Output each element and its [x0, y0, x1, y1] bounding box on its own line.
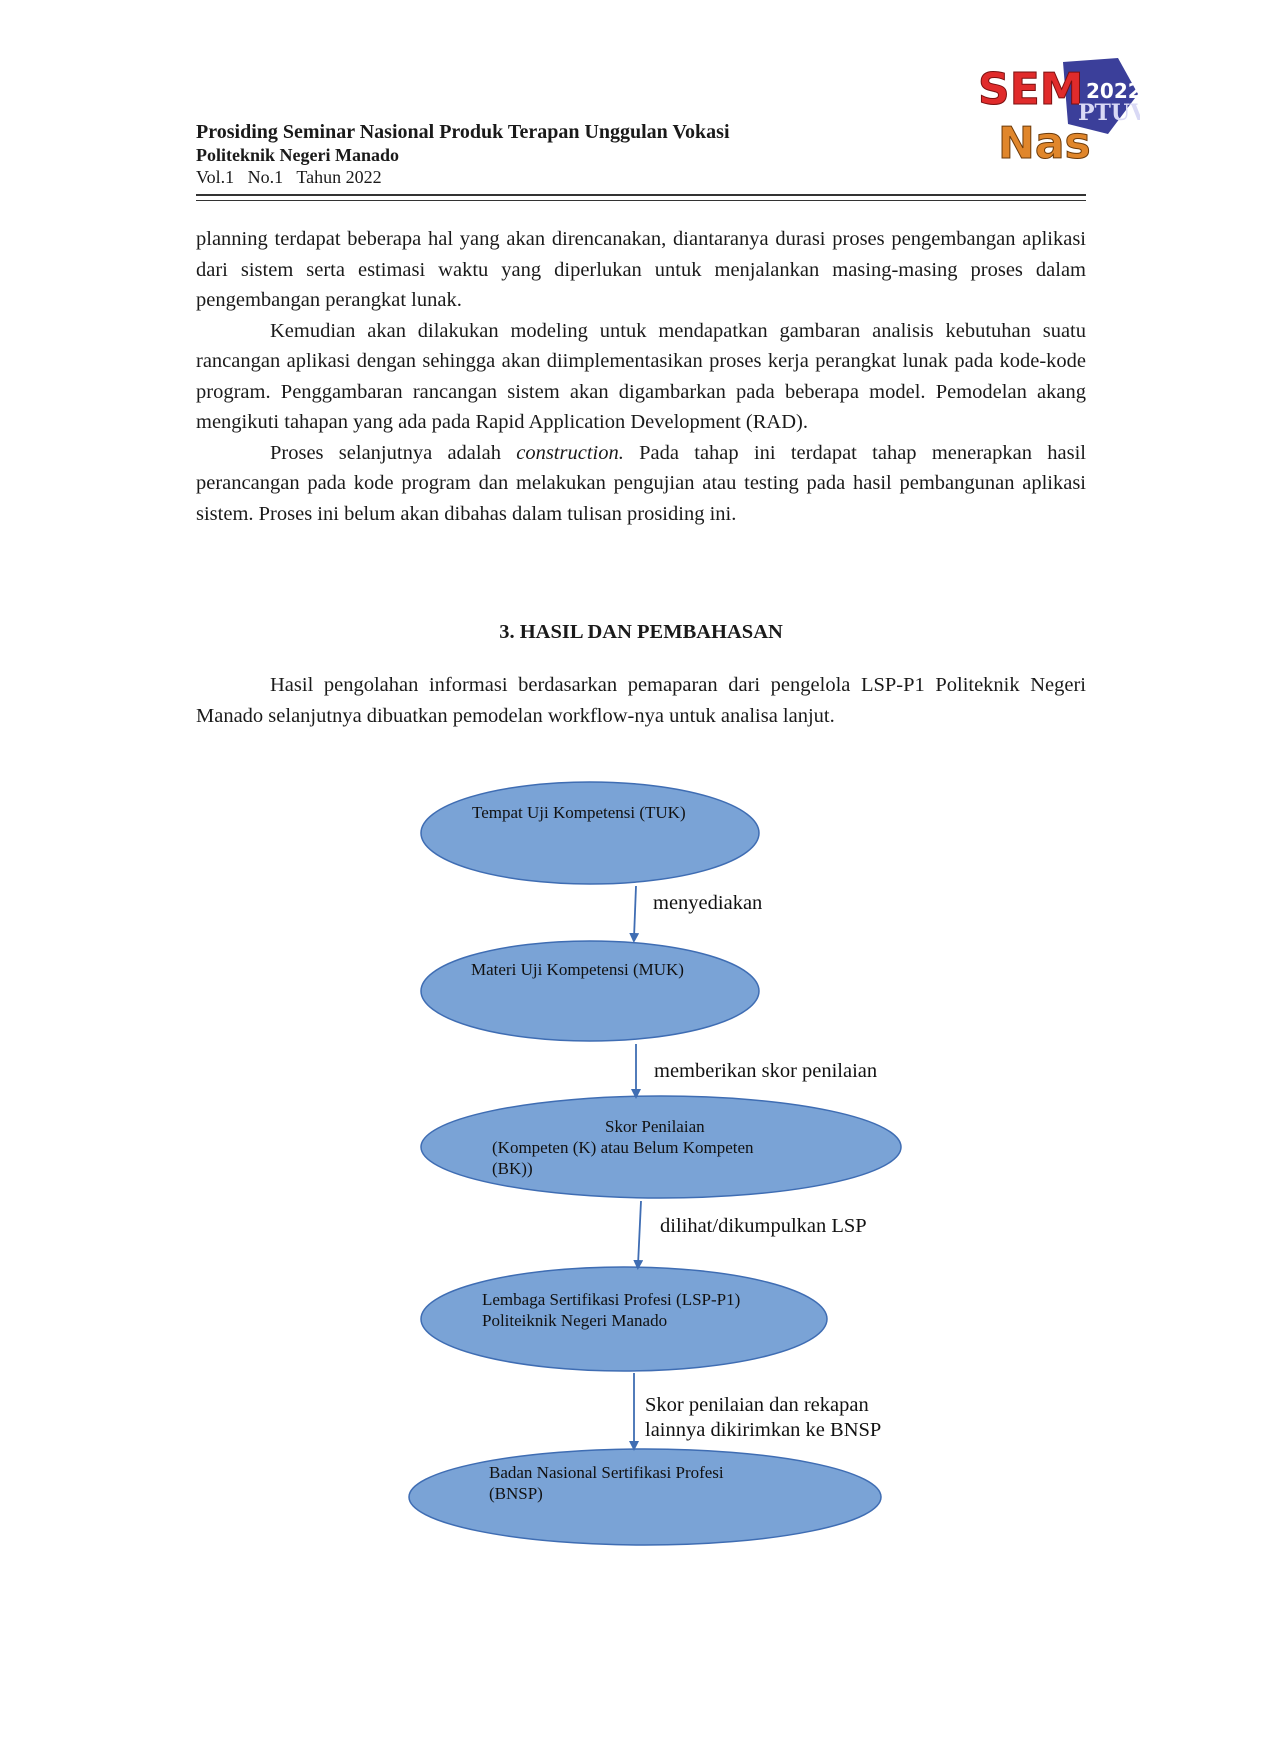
node-bnsp-line2: (BNSP): [489, 1484, 543, 1503]
logo-nas: Nas: [998, 118, 1091, 169]
node-bnsp-shape: [408, 1448, 882, 1546]
section-title: 3. HASIL DAN PEMBAHASAN: [499, 621, 783, 643]
logo-year: 2022: [1086, 79, 1140, 103]
journal-title: Prosiding Seminar Nasional Produk Terapa…: [196, 121, 730, 143]
edge-label-kirim-1: Skor penilaian dan rekapan: [645, 1394, 869, 1416]
section-paragraph-1: Hasil pengolahan informasi berdasarkan p…: [196, 674, 1086, 727]
institution-name: Politeknik Negeri Manado: [196, 145, 399, 165]
logo-sem: SEM: [978, 64, 1084, 115]
intro-p3-start: Proses selanjutnya adalah: [270, 441, 517, 464]
diagram-edges: [629, 885, 644, 1451]
node-lsp-line2: Politeiknik Negeri Manado: [482, 1311, 668, 1330]
intro-paragraph-3: Proses selanjutnya adalah construction. …: [196, 438, 1086, 530]
logo-ptuv: PTUV: [1078, 100, 1140, 126]
node-tuk-label: Tempat Uji Kompetensi (TUK): [472, 803, 686, 822]
semnas-logo: SEM 2022 PTUV Nas: [978, 58, 1140, 170]
edge-label-kirim-2: lainnya dikirimkan ke BNSP: [645, 1419, 882, 1441]
page-header: Prosiding Seminar Nasional Produk Terapa…: [196, 120, 1086, 188]
node-skor-shape: [420, 1095, 902, 1199]
node-tuk-shape: [420, 781, 760, 885]
edge-label-memberikan: memberikan skor penilaian: [654, 1060, 878, 1082]
header-rule-thick: [196, 194, 1086, 196]
node-bnsp-line1: Badan Nasional Sertifikasi Profesi: [489, 1463, 724, 1482]
intro-paragraph-2: Kemudian akan dilakukan modeling untuk m…: [196, 319, 1086, 434]
edge-label-dilihat: dilihat/dikumpulkan LSP: [660, 1215, 867, 1237]
section-text: Hasil pengolahan informasi berdasarkan p…: [196, 670, 1086, 731]
intro-p3-end: Pada tahap ini terdapat tahap menerapkan…: [196, 441, 1086, 525]
node-skor-title: Skor Penilaian: [605, 1117, 705, 1136]
diagram-nodes: [408, 781, 902, 1546]
node-muk-label: Materi Uji Kompetensi (MUK): [471, 960, 684, 979]
volume-info: Vol.1 No.1 Tahun 2022: [196, 167, 382, 187]
node-skor-line3: (BK)): [492, 1159, 533, 1178]
intro-paragraph-1: planning terdapat beberapa hal yang akan…: [196, 228, 1086, 311]
node-skor-line2: (Kompeten (K) atau Belum Kompeten: [492, 1138, 754, 1157]
edge-skor-lsp: [633, 1200, 644, 1270]
intro-p3-italic: construction.: [516, 441, 624, 464]
logo-background-shape: [1063, 58, 1138, 134]
node-lsp-line1: Lembaga Sertifikasi Profesi (LSP-P1): [482, 1290, 741, 1309]
intro-text: planning terdapat beberapa hal yang akan…: [196, 224, 1086, 529]
edge-label-menyediakan: menyediakan: [653, 892, 763, 914]
node-muk-shape: [420, 940, 760, 1042]
header-rule-thin: [196, 200, 1086, 201]
edge-tuk-muk: [629, 885, 640, 943]
node-lsp-shape: [420, 1266, 828, 1372]
